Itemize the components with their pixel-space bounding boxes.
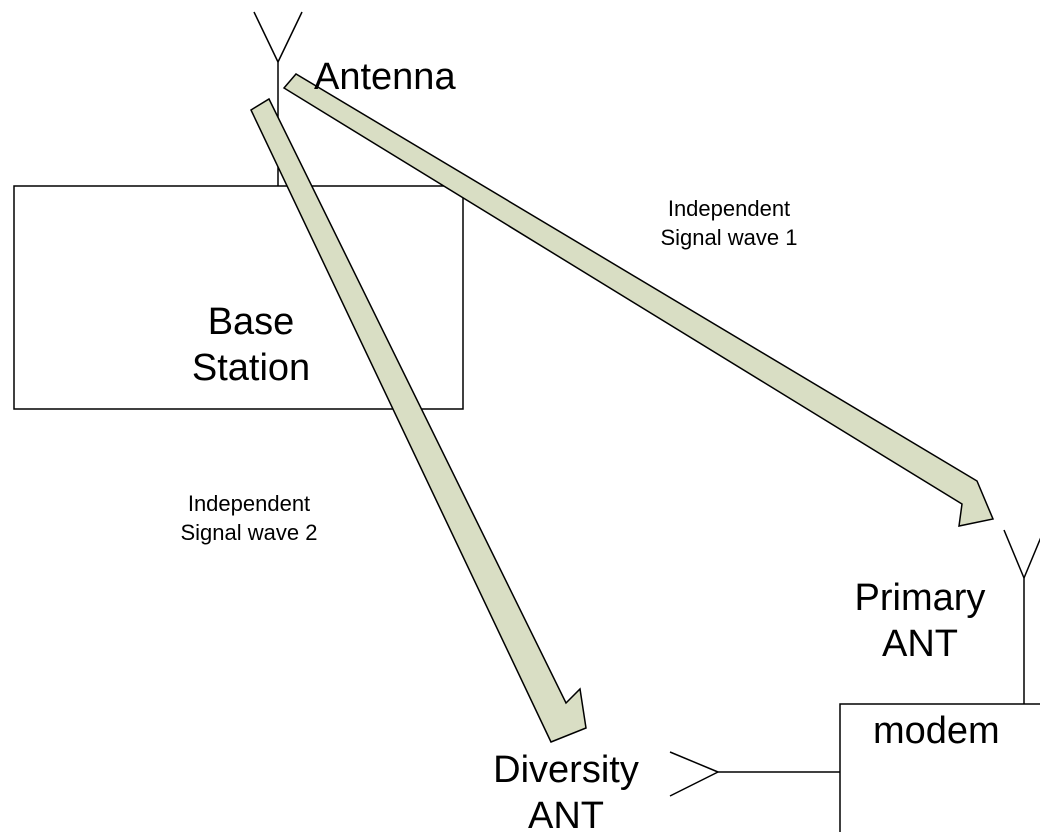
signal-wave-2-arrow xyxy=(250,97,587,743)
primary-ant-label: Primary ANT xyxy=(840,576,1000,667)
signal-wave-2-label: Independent Signal wave 2 xyxy=(144,489,354,547)
diversity-antenna-icon xyxy=(669,751,840,797)
diversity-ant-label-line-1: Diversity xyxy=(493,749,639,791)
signal-wave-1-arrow xyxy=(282,73,995,527)
antenna-label: Antenna xyxy=(314,56,456,98)
diversity-ant-label: Diversity ANT xyxy=(476,748,656,839)
diversity-ant-label-line-2: ANT xyxy=(528,794,604,837)
signal-wave-1-label-line-1: Independent xyxy=(667,196,791,221)
signal-wave-2-label-line-1: Independent xyxy=(187,491,311,516)
primary-ant-label-line-2: ANT xyxy=(882,622,958,665)
signal-wave-1-label-line-2: Signal wave 1 xyxy=(660,225,798,251)
base-station-label: Base Station xyxy=(176,300,326,391)
primary-antenna-icon xyxy=(1003,529,1040,704)
signal-wave-1-label: Independent Signal wave 1 xyxy=(622,194,836,252)
modem-label: modem xyxy=(873,710,1000,752)
primary-ant-label-line-1: Primary xyxy=(854,577,986,619)
base-station-label-line-1: Base xyxy=(207,301,295,343)
signal-wave-2-label-line-2: Signal wave 2 xyxy=(180,520,318,546)
base-station-label-line-2: Station xyxy=(191,346,311,389)
modem-box xyxy=(839,703,1040,832)
